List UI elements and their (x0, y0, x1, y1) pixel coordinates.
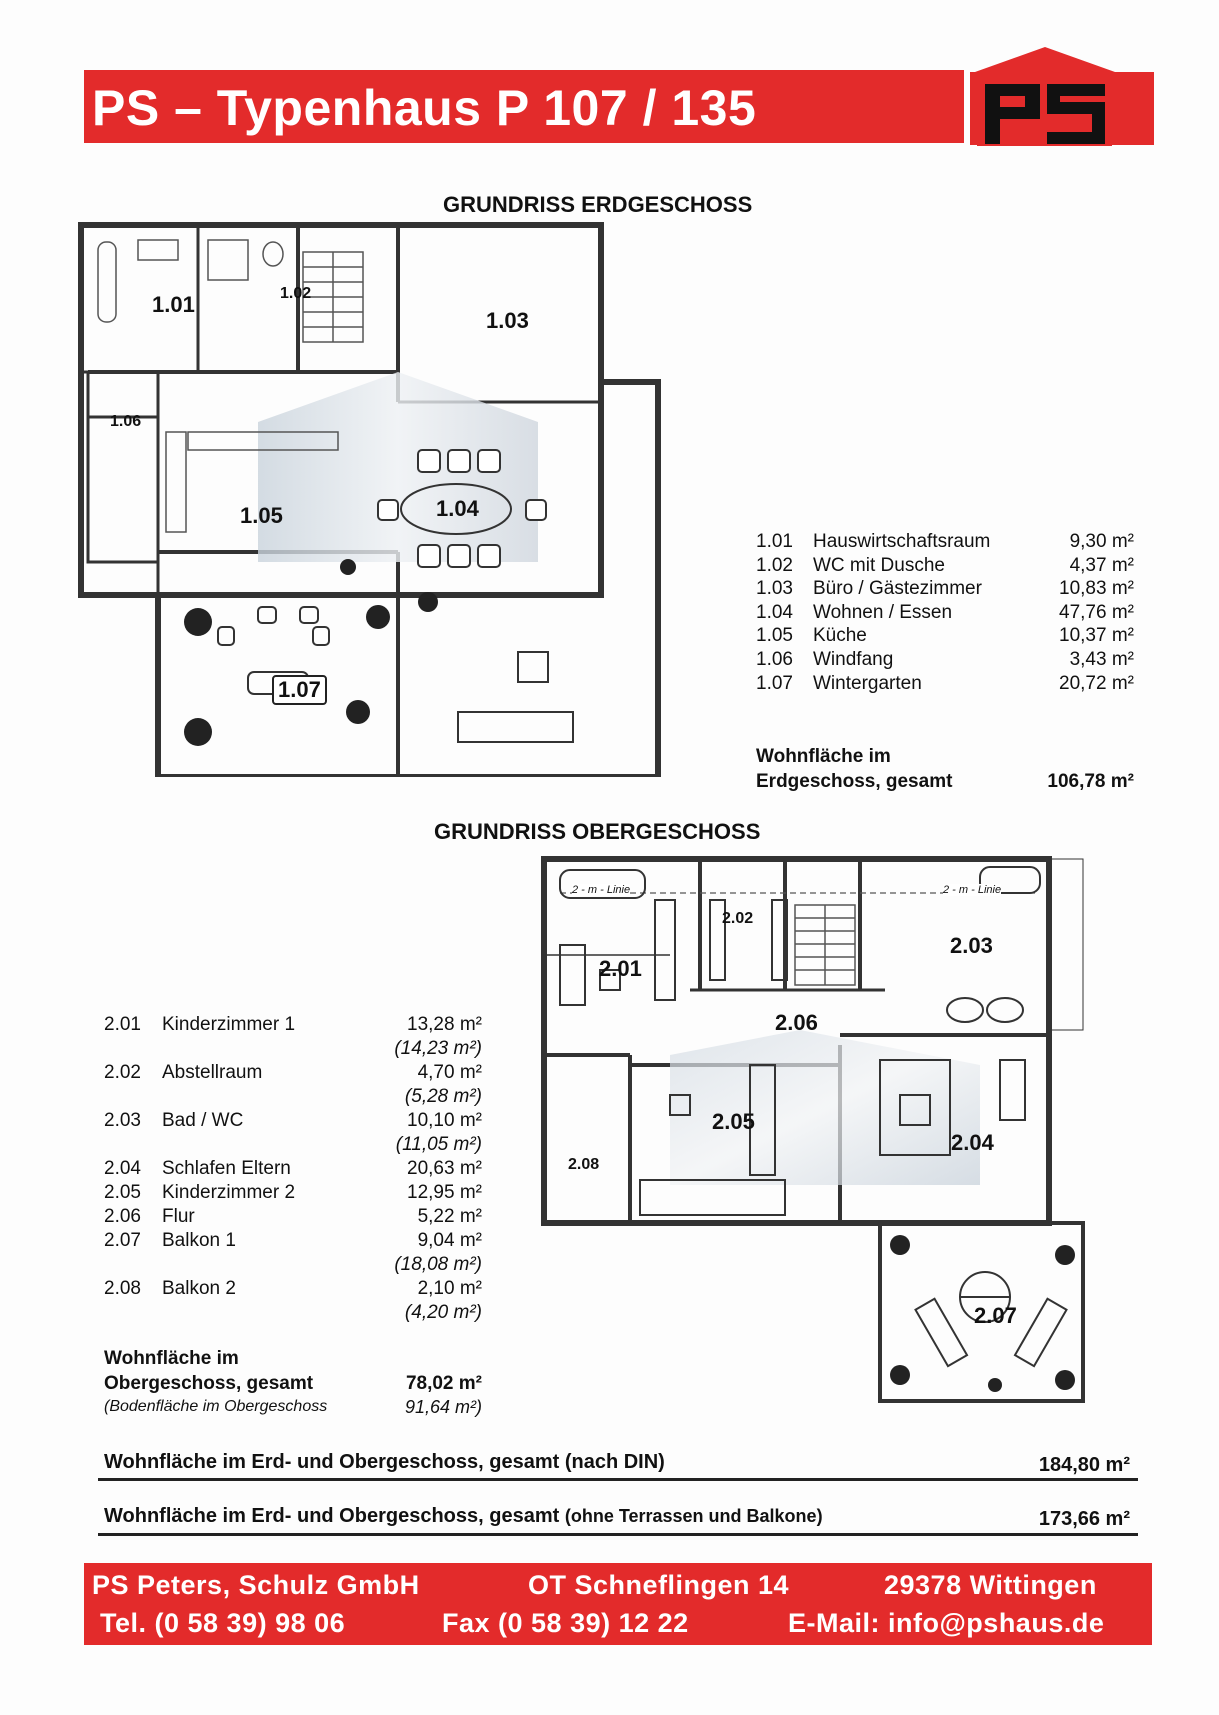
footer-city: 29378 Wittingen (884, 1570, 1097, 1600)
table-row-floor: (11,05 m²) (395, 1134, 482, 1155)
og-linie-label-left: 2 - m - Linie (572, 884, 631, 896)
eg-label-104: 1.04 (436, 496, 479, 521)
eg-label-102: 1.02 (280, 285, 312, 302)
eg-label-107: 1.07 (272, 675, 327, 705)
table-row-floor: (5,28 m²) (404, 1086, 482, 1107)
table-row-floor: (14,23 m²) (394, 1038, 482, 1059)
footer-company: PS Peters, Schulz GmbH (92, 1570, 420, 1600)
footer-tel: Tel. (0 58 39) 98 06 (100, 1608, 346, 1638)
og-floorplan (541, 856, 1085, 1403)
table-row-floor: (18,08 m²) (394, 1254, 482, 1275)
og-label-202: 2.02 (722, 910, 754, 927)
og-heading: GRUNDRISS OBERGESCHOSS (434, 819, 761, 844)
eg-total-label-1: Wohnfläche im (756, 746, 891, 767)
og-linie-label-right: 2 - m - Linie (943, 884, 1002, 896)
og-total-label-1: Wohnfläche im (104, 1348, 239, 1369)
ps-logo (975, 47, 1115, 146)
total-ohne-value: 173,66 m² (1038, 1508, 1130, 1530)
title-banner (84, 70, 964, 143)
total-ohne-rule (98, 1533, 1138, 1536)
table-row-floor: (4,20 m²) (404, 1302, 482, 1323)
eg-heading: GRUNDRISS ERDGESCHOSS (443, 192, 753, 217)
total-din-label: Wohnfläche im Erd- und Obergeschoss, ges… (104, 1451, 665, 1473)
og-label-203: 2.03 (950, 933, 993, 958)
eg-total-label-2: Erdgeschoss, gesamt (756, 771, 953, 792)
og-floor-value: 91,64 m²) (404, 1397, 482, 1417)
eg-label-105: 1.05 (240, 503, 283, 528)
footer-fax: Fax (0 58 39) 12 22 (442, 1608, 689, 1638)
og-total-label-2: Obergeschoss, gesamt (104, 1373, 314, 1394)
eg-label-103: 1.03 (486, 308, 529, 333)
eg-label-101: 1.01 (152, 292, 195, 317)
og-total-value: 78,02 m² (405, 1373, 482, 1394)
og-floor-label: (Bodenfläche im Obergeschoss (104, 1398, 328, 1415)
footer-email: E-Mail: info@pshaus.de (788, 1608, 1105, 1638)
total-din-rule (98, 1478, 1138, 1481)
og-label-206: 2.06 (775, 1010, 818, 1035)
eg-outer-wall (78, 222, 604, 598)
og-label-201: 2.01 (599, 956, 642, 981)
footer-street: OT Schneflingen 14 (528, 1570, 790, 1600)
footer-band (84, 1563, 1152, 1645)
total-din-value: 184,80 m² (1038, 1454, 1130, 1476)
eg-label-106: 1.06 (110, 413, 142, 430)
og-label-207: 2.07 (974, 1303, 1017, 1328)
eg-floorplan (78, 222, 661, 777)
total-ohne-label: Wohnfläche im Erd- und Obergeschoss, ges… (104, 1505, 823, 1527)
og-label-204: 2.04 (951, 1130, 994, 1155)
og-label-208: 2.08 (568, 1156, 600, 1173)
og-label-205: 2.05 (712, 1109, 755, 1134)
page-title: PS – Typenhaus P 107 / 135 (92, 80, 757, 136)
eg-total-value: 106,78 m² (1047, 771, 1134, 792)
